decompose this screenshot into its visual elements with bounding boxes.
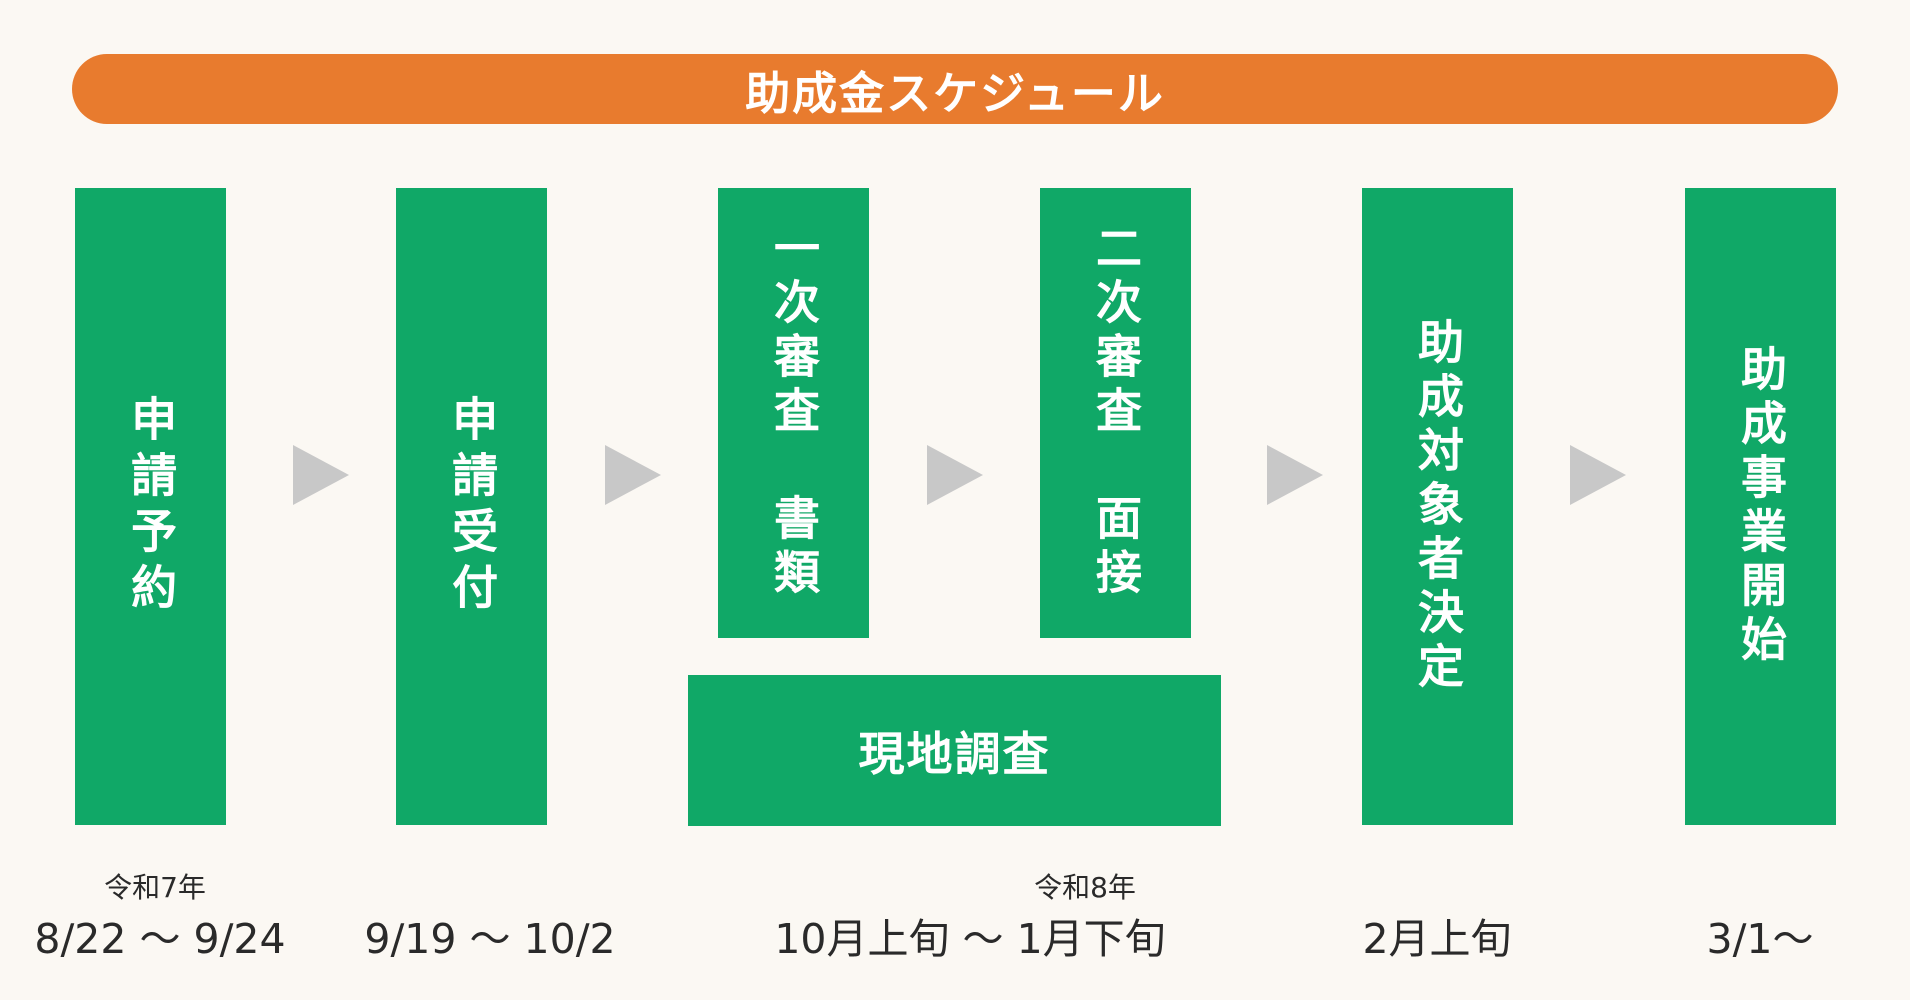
arrow-4	[1267, 445, 1323, 505]
step-grantee-decision: 助成対象者決定	[1362, 188, 1513, 825]
step-project-start-label: 助成事業開始	[1733, 344, 1788, 669]
step-application-reservation: 申請予約	[75, 188, 226, 825]
triangle-right-icon	[1267, 445, 1323, 505]
date-application-acceptance: 9/19 〜 10/2	[364, 915, 616, 963]
step-application-acceptance-label: 申請受付	[445, 394, 500, 619]
arrow-3	[927, 445, 983, 505]
schedule-title: 助成金スケジュール	[745, 66, 1165, 120]
step-site-survey: 現地調査	[688, 675, 1221, 826]
triangle-right-icon	[293, 445, 349, 505]
step-application-acceptance: 申請受付	[396, 188, 547, 825]
arrow-5	[1570, 445, 1626, 505]
step-first-review: 一次審査 書類	[718, 188, 869, 638]
schedule-title-bar: 助成金スケジュール	[72, 54, 1838, 124]
date-review-period: 10月上旬 〜 1月下旬	[774, 915, 1166, 963]
triangle-right-icon	[1570, 445, 1626, 505]
date-project-start: 3/1〜	[1706, 915, 1814, 963]
triangle-right-icon	[927, 445, 983, 505]
date-application-reservation: 8/22 〜 9/24	[34, 915, 286, 963]
step-second-review: 二次審査 面接	[1040, 188, 1191, 638]
step-site-survey-label: 現地調査	[858, 726, 1051, 781]
step-first-review-label: 一次審査 書類	[766, 224, 821, 602]
step-grantee-decision-label: 助成対象者決定	[1410, 317, 1465, 696]
step-application-reservation-label: 申請予約	[124, 394, 179, 619]
date-grantee-decision: 2月上旬	[1362, 915, 1512, 963]
era-label-reiwa-7: 令和7年	[104, 871, 206, 904]
triangle-right-icon	[605, 445, 661, 505]
step-second-review-label: 二次審査 面接	[1088, 224, 1143, 602]
arrow-2	[605, 445, 661, 505]
era-label-reiwa-8: 令和8年	[1034, 871, 1136, 904]
step-project-start: 助成事業開始	[1685, 188, 1836, 825]
arrow-1	[293, 445, 349, 505]
